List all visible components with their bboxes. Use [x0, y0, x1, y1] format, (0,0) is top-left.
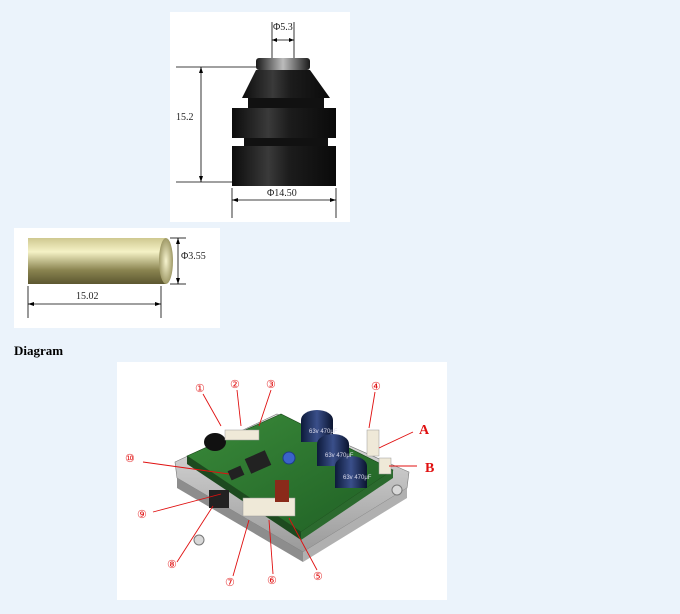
- rod-drawing-panel: Φ3.55 15.02: [14, 228, 220, 328]
- board-photo-panel: 63v 470μF 63v 470μF 63v 470μF ① ② ③: [117, 362, 447, 600]
- board-photo: 63v 470μF 63v 470μF 63v 470μF ① ② ③: [125, 379, 434, 589]
- cap-label-2: 63v 470μF: [325, 453, 354, 459]
- callout-7: ⑦: [225, 577, 235, 589]
- callout-9: ⑨: [137, 509, 147, 521]
- buzzer: [204, 433, 226, 451]
- connector-top: [224, 429, 260, 441]
- callout-8: ⑧: [167, 559, 177, 571]
- callout-3: ③: [266, 379, 276, 391]
- top-diameter-label: Φ5.3: [273, 22, 293, 33]
- inductor: [275, 480, 289, 502]
- height-label: 15.2: [176, 112, 194, 123]
- callout-4: ④: [371, 381, 381, 393]
- bottom-diameter-label: Φ14.50: [267, 188, 297, 199]
- cap-label-3: 63v 470μF: [343, 475, 372, 481]
- callout-6: ⑥: [267, 575, 277, 587]
- callout-1: ①: [195, 383, 205, 395]
- rod-body: [28, 238, 166, 284]
- callout-2: ②: [230, 379, 240, 391]
- cap-label-1: 63v 470μF: [309, 429, 338, 435]
- ic-chip: [244, 450, 272, 474]
- rod-length-label: 15.02: [76, 291, 99, 302]
- section-heading: Diagram: [14, 343, 64, 358]
- callout-B: B: [425, 461, 434, 476]
- callout-A: A: [419, 423, 430, 438]
- rod-diameter-label: Φ3.55: [181, 251, 206, 262]
- foot-drawing: Φ5.3 15.2 Φ14.50: [176, 22, 337, 218]
- connector-right: [366, 429, 380, 457]
- callout-10: ⑩: [125, 453, 135, 465]
- foot-body: [232, 146, 336, 186]
- connector-bottom: [242, 497, 296, 517]
- rod-drawing: Φ3.55 15.02: [27, 237, 206, 318]
- foot-top-cap: [256, 58, 310, 70]
- foot-drawing-panel: Φ5.3 15.2 Φ14.50: [170, 12, 350, 222]
- callout-5: ⑤: [313, 571, 323, 583]
